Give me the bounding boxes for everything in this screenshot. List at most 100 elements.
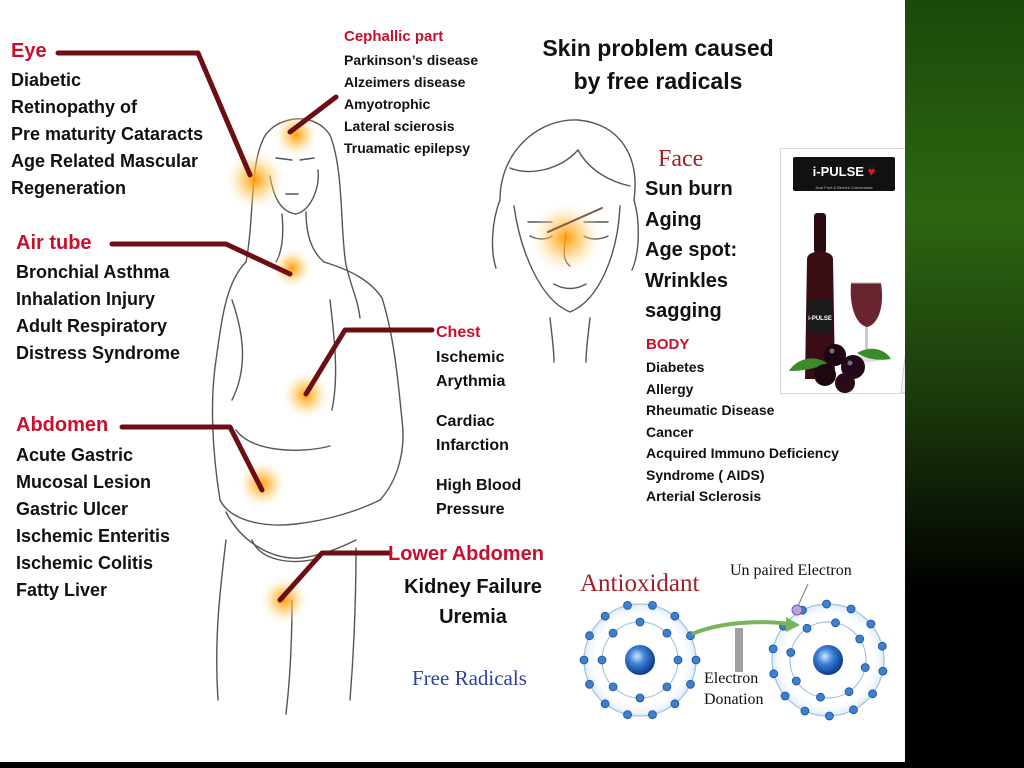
list-item: Alzeimers disease — [344, 74, 466, 90]
list-item: Truamatic epilepsy — [344, 140, 471, 156]
electron — [623, 710, 632, 719]
list-item: Wrinkles — [645, 269, 728, 292]
list-item: Allergy — [646, 380, 694, 397]
list-item: Sun burn — [645, 178, 733, 200]
diagram-art — [55, 50, 888, 721]
leader-lines — [55, 50, 603, 603]
electron — [686, 679, 695, 689]
electron — [608, 682, 618, 692]
body-list: Diabetes Allergy Rheumatic Disease Cance… — [646, 357, 839, 508]
chest-heading: Chest — [436, 324, 481, 341]
list-item: Age Related Mascular — [11, 151, 199, 171]
product-ad-panel: i-PULSE ♥ Acai Fruit & Berries Concentra… — [780, 148, 905, 394]
electron — [786, 648, 796, 657]
leader-lower-abdomen — [277, 550, 393, 603]
electron — [600, 699, 610, 709]
electrons — [579, 599, 888, 721]
leader-eye — [55, 50, 253, 178]
electron — [670, 611, 680, 621]
electron — [866, 619, 876, 629]
leader-face — [547, 207, 603, 233]
list-item: Acute Gastric — [16, 445, 134, 465]
list-item: Cardiac — [436, 413, 495, 430]
electron — [648, 601, 657, 610]
decorative-sidebar — [905, 0, 1024, 762]
list-item: Diabetic — [11, 70, 82, 90]
eye-heading: Eye — [11, 40, 47, 62]
bottle-label: i-PULSE — [808, 316, 832, 322]
glow-airtube — [272, 248, 312, 288]
electron — [670, 699, 680, 709]
slide-title-line: by free radicals — [573, 68, 743, 94]
list-item: Adult Respiratory — [16, 316, 168, 336]
electron — [878, 666, 888, 676]
bottom-border — [0, 762, 1024, 768]
electron — [800, 706, 810, 716]
electron-donation-line: Donation — [704, 691, 764, 708]
list-item: Regeneration — [11, 178, 127, 198]
electron — [844, 687, 854, 697]
glow-abdomen — [238, 460, 286, 508]
leader-airtube — [109, 241, 293, 277]
antioxidant-label: Antioxidant — [580, 570, 700, 597]
list-item: Uremia — [439, 606, 507, 628]
glow-eye — [225, 150, 285, 210]
electron — [831, 618, 840, 628]
electron-donation-line: Electron — [704, 670, 759, 687]
leader-chest — [303, 327, 435, 397]
list-item: Fatty Liver — [16, 580, 108, 600]
electron — [868, 689, 877, 699]
electron — [673, 655, 683, 665]
electron — [623, 601, 632, 610]
list-item: Parkinson’s disease — [344, 52, 479, 68]
list-item: Amyotrophic — [344, 96, 431, 112]
electron — [648, 710, 657, 719]
list-item: Arterial Sclerosis — [646, 488, 762, 504]
list-item: Mucosal Lesion — [16, 472, 152, 492]
face-illustration — [491, 119, 639, 363]
electron — [822, 599, 831, 609]
brand-name: i-PULSE — [812, 164, 864, 179]
heart-icon: ♥ — [867, 164, 876, 179]
list-item: sagging — [645, 300, 722, 322]
electron — [855, 634, 865, 644]
electron — [600, 611, 610, 621]
electron — [860, 663, 870, 672]
list-item: Ischemic — [436, 349, 505, 366]
brand-logo: i-PULSE ♥ Acai Fruit & Berries Concentra… — [793, 157, 895, 191]
list-item: High Blood — [436, 477, 522, 494]
electron-arrow — [691, 583, 809, 672]
leader-cephalic — [287, 94, 339, 135]
leader-abdomen — [119, 424, 265, 493]
unpaired-electron-label: Un paired Electron — [730, 562, 852, 579]
electron — [635, 617, 645, 627]
list-item: Diabetes — [646, 359, 705, 375]
brand-subtitle: Acai Fruit & Berries Concentrate — [815, 185, 873, 190]
electron — [691, 655, 701, 665]
lower-abdomen-list: Kidney Failure Uremia — [400, 572, 546, 632]
free-radicals-label: Free Radicals — [412, 666, 527, 690]
list-item: Infarction — [436, 437, 509, 454]
list-item: Acquired Immuno Deficiency — [646, 445, 839, 461]
abdomen-heading: Abdomen — [16, 414, 109, 436]
list-item: Rheumatic Disease — [646, 402, 775, 418]
list-item: Age spot: — [645, 239, 738, 261]
glow-spots — [225, 113, 602, 624]
electron — [597, 655, 607, 665]
list-item: Distress Syndrome — [16, 343, 181, 363]
air-tube-heading: Air tube — [16, 232, 92, 254]
electron — [662, 628, 672, 638]
body-heading: BODY — [646, 336, 690, 353]
electron — [877, 641, 887, 651]
list-item: Lateral scierosis — [344, 118, 455, 134]
ad-illustration: i-PULSE — [789, 213, 905, 393]
list-item: Arythmia — [436, 373, 506, 390]
glow-cephalic — [274, 113, 318, 157]
list-item: Gastric Ulcer — [16, 499, 129, 519]
chest-list: Ischemic Arythmia Cardiac Infarction Hig… — [436, 346, 521, 522]
list-item: Pre maturity Cataracts — [11, 124, 204, 144]
electron — [825, 711, 834, 721]
list-item: Aging — [645, 208, 702, 231]
electron — [769, 669, 779, 679]
cephalic-list: Parkinson’s disease Alzeimers disease Am… — [344, 49, 478, 159]
